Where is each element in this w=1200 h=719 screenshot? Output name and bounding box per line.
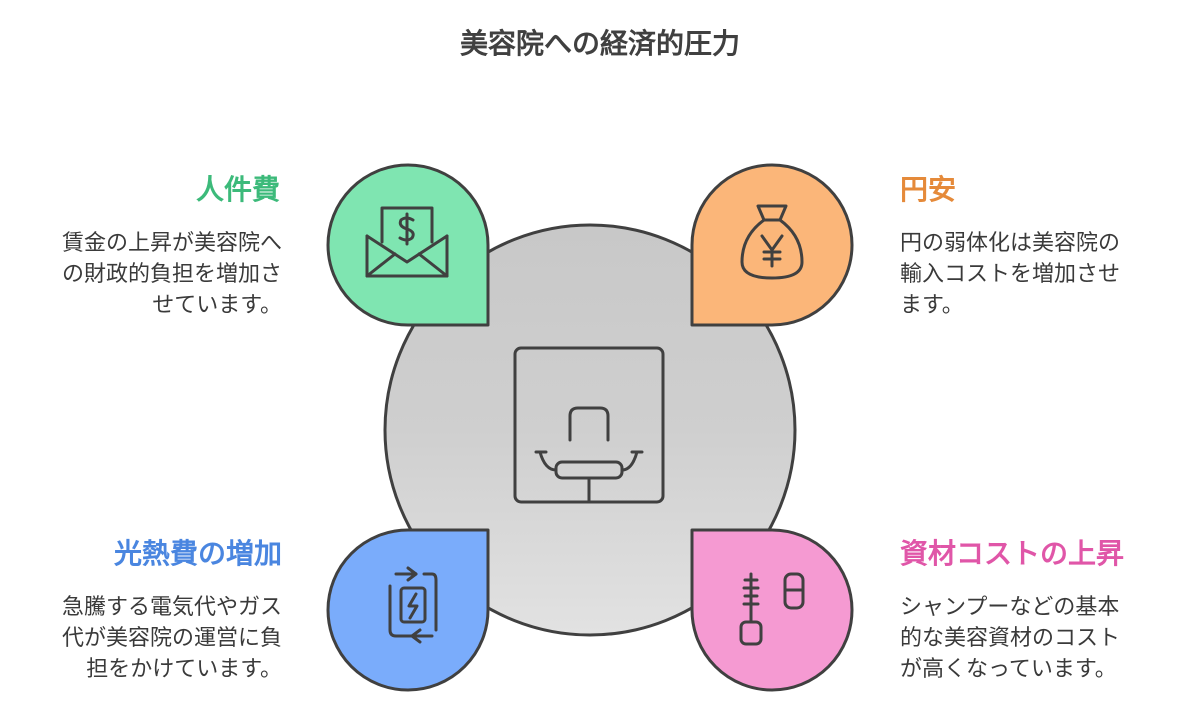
description-material-cost: シャンプーなどの基本 的な美容資材のコスト が高くなっています。 — [900, 595, 1121, 682]
yen-bag-icon — [740, 204, 804, 280]
heading-utility-cost: 光熱費の増加 — [113, 537, 282, 570]
description-utility-cost: 急騰する電気代やガス 代が美容院の運営に負 担をかけています。 — [61, 595, 282, 682]
page-title: 美容院への経済的圧力 — [459, 27, 740, 60]
energy-cost-icon — [388, 566, 438, 644]
salon-chair-icon — [513, 346, 665, 504]
money-envelope-icon — [365, 206, 449, 278]
beauty-supplies-icon — [739, 572, 805, 646]
teardrop-bottom-left — [326, 528, 490, 692]
heading-labor-cost: 人件費 — [195, 173, 280, 206]
description-labor-cost: 賃金の上昇が美容院へ の財政的負担を増加さ せています。 — [61, 231, 282, 318]
heading-material-cost: 資材コストの上昇 — [900, 537, 1125, 570]
teardrop-bottom-right — [690, 528, 854, 692]
heading-weak-yen: 円安 — [900, 173, 957, 206]
teardrop-top-right — [690, 163, 854, 327]
description-weak-yen: 円の弱体化は美容院の 輸入コストを増加させ ます。 — [900, 231, 1121, 318]
